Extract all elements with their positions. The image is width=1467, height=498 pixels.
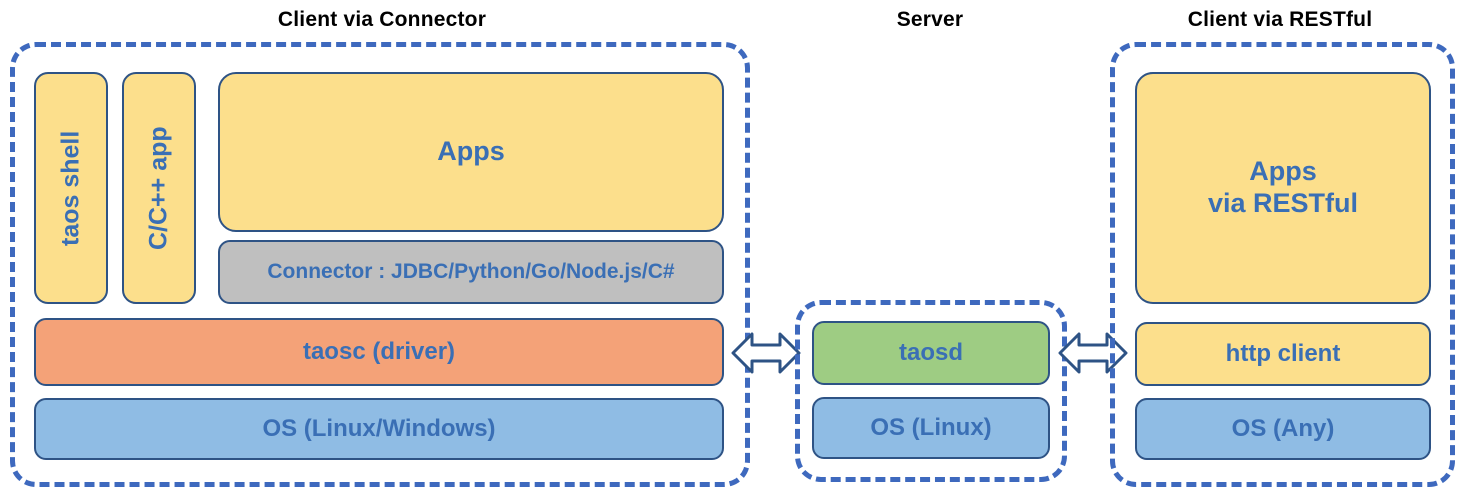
group-client-restful bbox=[1110, 42, 1455, 487]
group-server bbox=[795, 300, 1067, 482]
section-title-server: Server bbox=[896, 8, 964, 31]
box-apps-via-restful[interactable]: Apps via RESTful bbox=[1135, 72, 1431, 304]
box-os-any[interactable]: OS (Any) bbox=[1135, 398, 1431, 460]
bidirectional-arrow-left bbox=[731, 327, 801, 384]
group-client-connector bbox=[10, 42, 750, 487]
bidirectional-arrow-left-icon bbox=[731, 332, 801, 374]
bidirectional-arrow-right bbox=[1058, 327, 1128, 384]
section-title-client-restful: Client via RESTful bbox=[1187, 8, 1373, 31]
section-title-client-connector: Client via Connector bbox=[277, 8, 487, 31]
box-connector[interactable]: Connector : JDBC/Python/Go/Node.js/C# bbox=[218, 240, 724, 304]
box-c-cpp-app[interactable]: C/C++ app bbox=[122, 72, 196, 304]
box-taosd[interactable]: taosd bbox=[812, 321, 1050, 385]
box-http-client[interactable]: http client bbox=[1135, 322, 1431, 386]
box-os-linux-windows[interactable]: OS (Linux/Windows) bbox=[34, 398, 724, 460]
box-taos-shell[interactable]: taos shell bbox=[34, 72, 108, 304]
bidirectional-arrow-right-icon bbox=[1058, 332, 1128, 374]
box-os-linux[interactable]: OS (Linux) bbox=[812, 397, 1050, 459]
box-apps-connector[interactable]: Apps bbox=[218, 72, 724, 232]
box-taosc-driver[interactable]: taosc (driver) bbox=[34, 318, 724, 386]
